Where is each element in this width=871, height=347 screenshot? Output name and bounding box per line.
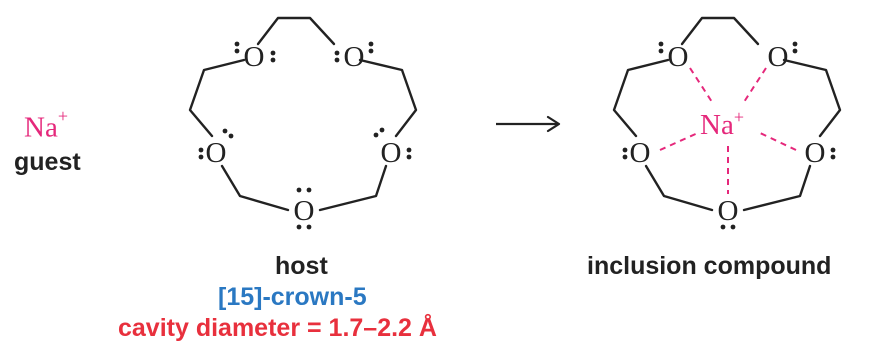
- host-oxygen-4: O: [294, 195, 315, 227]
- host-crown-ether: O O O O O: [188, 16, 418, 230]
- host-name: [15]-crown-5: [218, 283, 367, 311]
- guest-ion-symbol: Na: [24, 111, 58, 144]
- guest-label: guest: [14, 148, 81, 176]
- product-ion-charge: +: [734, 107, 744, 127]
- product-ion-symbol: Na: [700, 109, 734, 141]
- product-oxygen-2: O: [768, 41, 789, 73]
- lone-pairs: [198, 41, 412, 230]
- host-label: host: [275, 252, 328, 280]
- product-oxygen-1: O: [668, 41, 689, 73]
- product-lone-pairs: [622, 41, 836, 230]
- guest-ion-charge: +: [57, 106, 68, 126]
- product-oxygen-4: O: [718, 195, 739, 227]
- guest-ion: Na+: [24, 106, 68, 145]
- product-ion: Na+: [700, 107, 744, 141]
- host-oxygen-3: O: [381, 137, 402, 169]
- cavity-diameter: cavity diameter = 1.7–2.2 Å: [118, 314, 437, 342]
- host-oxygen-2: O: [344, 41, 365, 73]
- product-label: inclusion compound: [587, 252, 832, 280]
- host-oxygen-5: O: [206, 137, 227, 169]
- product-oxygen-5: O: [630, 137, 651, 169]
- product-oxygen-3: O: [805, 137, 826, 169]
- inclusion-compound: O O O O O Na+: [612, 16, 842, 230]
- reaction-arrow: [496, 115, 561, 133]
- host-oxygen-1: O: [244, 41, 265, 73]
- coordination-bonds: [659, 67, 797, 194]
